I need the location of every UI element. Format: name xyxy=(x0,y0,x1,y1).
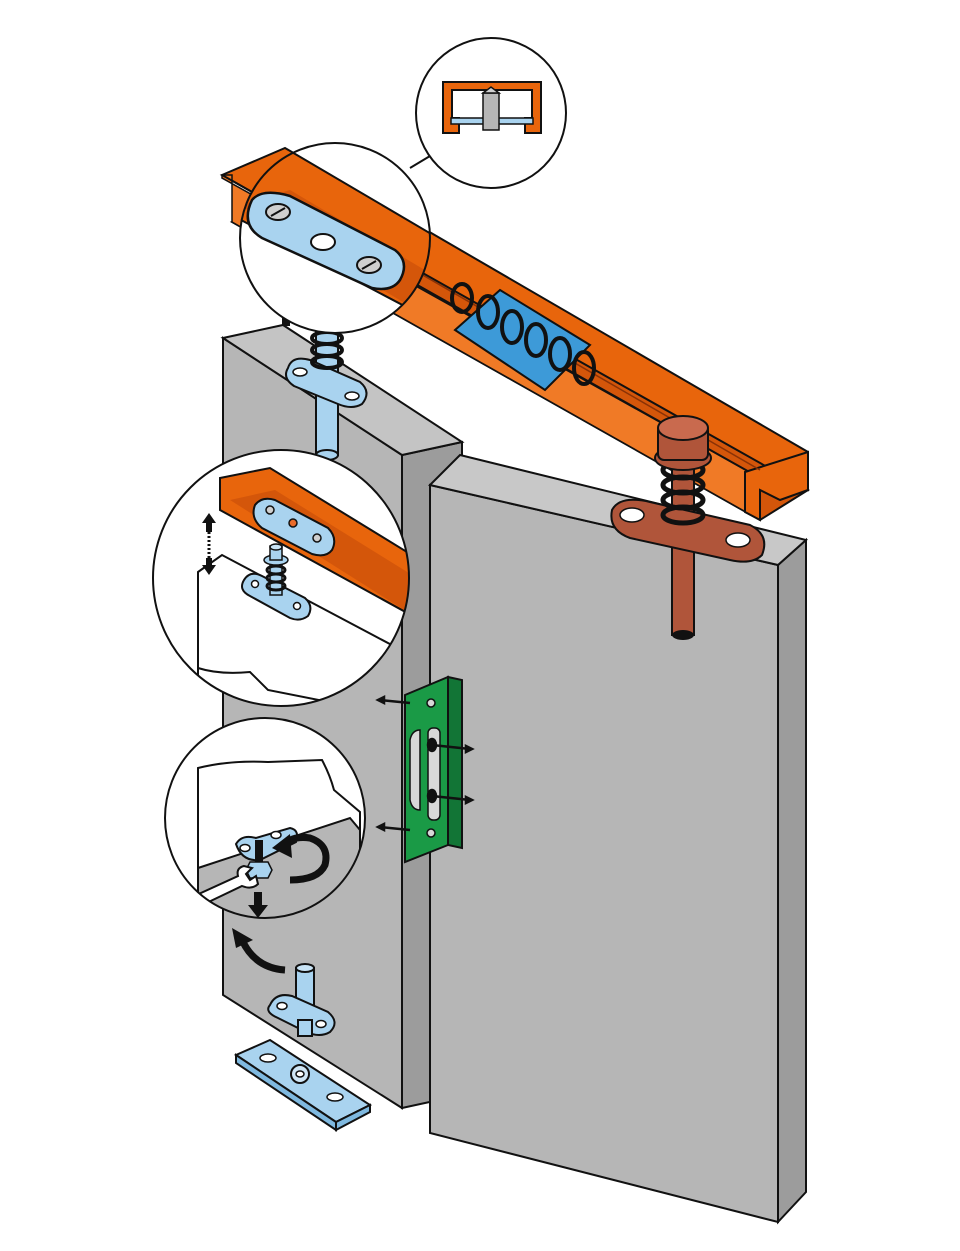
arrow-down-icon xyxy=(248,892,268,918)
detail-circle-bottom-adjust xyxy=(164,717,366,919)
track-roller-carriage xyxy=(450,282,596,392)
adjust-double-arrow-icon xyxy=(202,513,216,575)
detail-circle-middle-adjust xyxy=(152,449,410,707)
rotate-arrow-icon xyxy=(272,834,330,884)
track-end-profile xyxy=(744,450,809,522)
detail-circle-top-guide xyxy=(239,142,431,334)
top-pivot-pin-brown xyxy=(610,415,766,640)
right-door-front xyxy=(429,483,779,1224)
right-door-edge xyxy=(777,537,807,1225)
curved-arrow-icon xyxy=(232,928,286,974)
detail-circle-track-profile xyxy=(409,37,567,189)
wrench-icon xyxy=(188,864,260,910)
right-door-panel xyxy=(428,453,809,1225)
bottom-pivot-pin xyxy=(267,963,336,1037)
floor-bracket xyxy=(233,1038,373,1132)
hinge-screws xyxy=(375,694,475,833)
center-hinge-green xyxy=(375,675,475,864)
